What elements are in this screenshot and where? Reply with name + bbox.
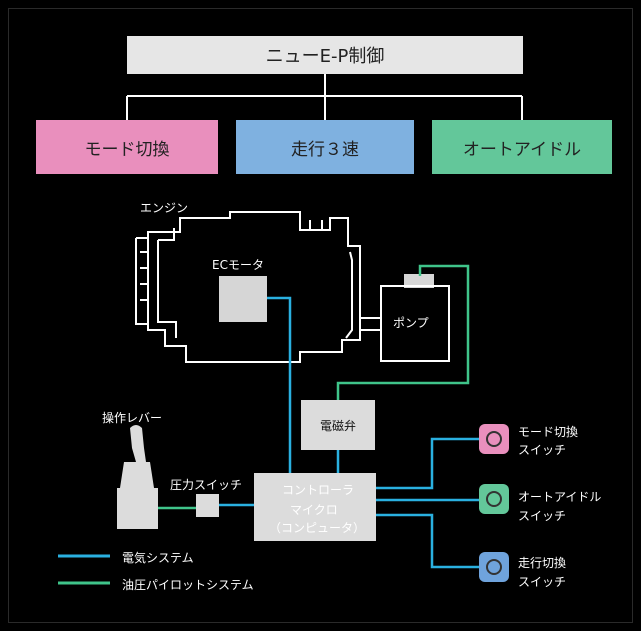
mode-switch-icon: [479, 424, 509, 454]
solenoid-valve-label: 電磁弁: [319, 418, 356, 433]
pressure-switch-box: [196, 494, 219, 517]
ec-motor-box: [219, 276, 267, 322]
hydraulic-lines: [158, 264, 470, 510]
pressure-switch-label: 圧力スイッチ: [170, 478, 243, 492]
controller-label-1: コントローラ: [282, 483, 355, 497]
controller-label-2: マイクロ: [290, 503, 338, 517]
mode-switch-label-2: スイッチ: [518, 443, 567, 457]
operating-lever-label: 操作レバー: [102, 411, 163, 425]
legend-hydraulic-label: 油圧パイロットシステム: [122, 578, 254, 592]
travel-switch-label-1: 走行切換: [518, 556, 567, 570]
auto-idle-switch-label-2: スイッチ: [518, 509, 567, 523]
legend-electric-label: 電気システム: [122, 551, 194, 565]
travel-switch-label-2: スイッチ: [518, 575, 567, 589]
controller-box: [254, 473, 376, 541]
pump-box: [380, 285, 450, 362]
engine-label: エンジン: [140, 201, 189, 215]
mode-switch-label-1: モード切換: [518, 425, 579, 439]
function-auto-idle-box: オートアイドル: [432, 120, 612, 174]
function-travel-speed-box: 走行３速: [236, 120, 414, 174]
lever-graphic: [120, 425, 154, 488]
auto-idle-switch-icon: [479, 484, 509, 514]
function-mode-box: モード切換: [36, 120, 218, 174]
controller-label-3: （コンピュータ）: [269, 521, 366, 535]
title-box: ニューE-P制御: [127, 36, 523, 74]
engine-outline: [135, 211, 380, 363]
solenoid-valve-box: 電磁弁: [301, 400, 375, 450]
pump-label: ポンプ: [393, 316, 429, 330]
ec-motor-label: ECモータ: [212, 258, 264, 272]
auto-idle-switch-label-1: オートアイドル: [518, 490, 602, 504]
tree-connectors: [126, 74, 523, 120]
travel-switch-icon: [479, 552, 509, 582]
operating-lever-base: [117, 488, 158, 529]
